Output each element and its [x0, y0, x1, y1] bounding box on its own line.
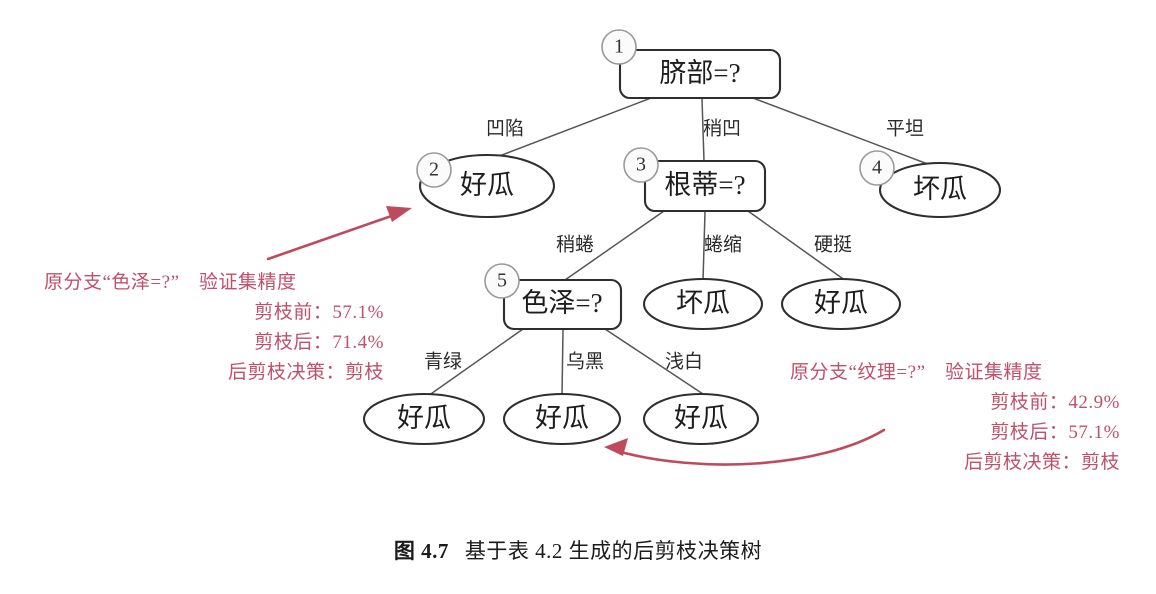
- annotation-left-after: 剪枝后：71.4%: [254, 332, 384, 353]
- branch-line-n1-n3: [701, 98, 705, 162]
- node-1-label: 脐部=?: [659, 58, 740, 88]
- node-2-badge-circle: [416, 152, 452, 188]
- annotation-left-decision: 后剪枝决策：剪枝: [227, 362, 384, 383]
- figure-caption-label: 图 4.7: [393, 539, 449, 563]
- branch-line-n3-n5: [564, 210, 665, 281]
- edge-label-shaoquan: 稍蜷: [556, 233, 594, 255]
- node-3-badge-circle: [623, 147, 659, 183]
- annotation-right-before: 剪枝前：42.9%: [990, 392, 1120, 413]
- node-4-label: 坏瓜: [913, 174, 967, 204]
- tree-node-9[interactable]: 好瓜: [502, 392, 622, 446]
- node-8-label: 好瓜: [397, 403, 451, 433]
- node-3-shape: [643, 159, 767, 213]
- node-3-badge-label: 3: [636, 154, 646, 176]
- node-1-badge-label: 1: [614, 36, 624, 58]
- annotation-arrow-left-shaft: [266, 211, 402, 261]
- annotation-arrow-right-shaft: [615, 428, 886, 466]
- tree-node-10[interactable]: 好瓜: [642, 392, 760, 446]
- edge-label-qinglv: 青绿: [424, 350, 462, 372]
- tree-node-6[interactable]: 坏瓜: [642, 277, 764, 331]
- branch-line-n1-n4: [752, 97, 934, 167]
- node-5-shape: [502, 278, 623, 331]
- branch-lines: [427, 97, 934, 397]
- figure-caption: 图 4.7 基于表 4.2 生成的后剪枝决策树: [0, 535, 1156, 565]
- node-6-label: 坏瓜: [676, 288, 730, 318]
- edge-label-pingtan: 平坦: [886, 117, 924, 139]
- node-8-shape: [362, 392, 486, 446]
- node-3-label: 根蒂=?: [664, 170, 745, 200]
- node-5-badge-circle: [484, 263, 520, 299]
- node-5-badge-label: 5: [497, 270, 507, 292]
- node-1-shape: [618, 48, 782, 100]
- node-1-badge-circle: [601, 29, 637, 65]
- node-10-shape: [642, 392, 760, 446]
- tree-node-7[interactable]: 好瓜: [780, 277, 902, 331]
- node-2-shape: [418, 153, 556, 219]
- edge-label-yingting: 硬挺: [814, 233, 852, 255]
- tree-node-5[interactable]: 色泽=? 5: [484, 263, 623, 331]
- annotation-arrow-right: [604, 428, 886, 466]
- edge-label-quansuo: 蜷缩: [704, 233, 742, 255]
- branch-line-n1-n2: [488, 97, 652, 161]
- node-9-shape: [502, 392, 622, 446]
- annotation-arrow-left: [266, 206, 412, 261]
- tree-node-8[interactable]: 好瓜: [362, 392, 486, 446]
- node-7-label: 好瓜: [814, 288, 868, 318]
- annotation-arrow-left-head: [386, 206, 412, 222]
- annotation-left-title: 原分支“色泽=?” 验证集精度: [44, 272, 297, 293]
- annotation-right: 原分支“纹理=?” 验证集精度 剪枝前：42.9% 剪枝后：57.1% 后剪枝决…: [790, 358, 1120, 478]
- tree-node-3[interactable]: 根蒂=? 3: [623, 147, 767, 213]
- node-4-badge-label: 4: [872, 157, 882, 179]
- edge-labels: 凹陷 稍凹 平坦 稍蜷 蜷缩 硬挺 青绿 乌黑 浅白: [424, 117, 924, 372]
- branch-line-n3-n6: [702, 211, 706, 282]
- node-5-label: 色泽=?: [521, 288, 602, 318]
- node-6-shape: [642, 277, 764, 331]
- node-10-label: 好瓜: [674, 403, 728, 433]
- node-4-badge-circle: [859, 150, 895, 186]
- annotation-left-before: 剪枝前：57.1%: [254, 302, 384, 323]
- node-9-label: 好瓜: [535, 403, 589, 433]
- branch-line-n3-n7: [747, 210, 847, 282]
- tree-node-4[interactable]: 坏瓜 4: [859, 150, 1002, 219]
- node-2-label: 好瓜: [460, 170, 514, 200]
- branch-line-n5-n9: [561, 329, 564, 397]
- tree-node-1[interactable]: 脐部=? 1: [601, 29, 782, 100]
- annotation-right-title: 原分支“纹理=?” 验证集精度: [790, 362, 1043, 383]
- node-2-badge-label: 2: [429, 159, 439, 181]
- tree-node-2[interactable]: 好瓜 2: [416, 152, 556, 219]
- branch-line-n5-n8: [427, 328, 524, 397]
- node-4-shape: [878, 161, 1002, 219]
- annotation-right-decision: 后剪枝决策：剪枝: [963, 452, 1120, 473]
- node-7-shape: [780, 277, 902, 331]
- branch-line-n5-n10: [604, 328, 707, 397]
- edge-label-wuhei: 乌黑: [566, 350, 604, 372]
- edge-label-aoxian: 凹陷: [486, 117, 524, 139]
- annotation-left: 原分支“色泽=?” 验证集精度 剪枝前：57.1% 剪枝后：71.4% 后剪枝决…: [44, 268, 384, 388]
- figure-caption-text: 基于表 4.2 生成的后剪枝决策树: [464, 539, 763, 563]
- annotation-arrow-right-head: [604, 438, 628, 456]
- edge-label-shaoao: 稍凹: [703, 117, 741, 139]
- annotation-right-after: 剪枝后：57.1%: [990, 422, 1120, 443]
- edge-label-qianbai: 浅白: [665, 350, 703, 372]
